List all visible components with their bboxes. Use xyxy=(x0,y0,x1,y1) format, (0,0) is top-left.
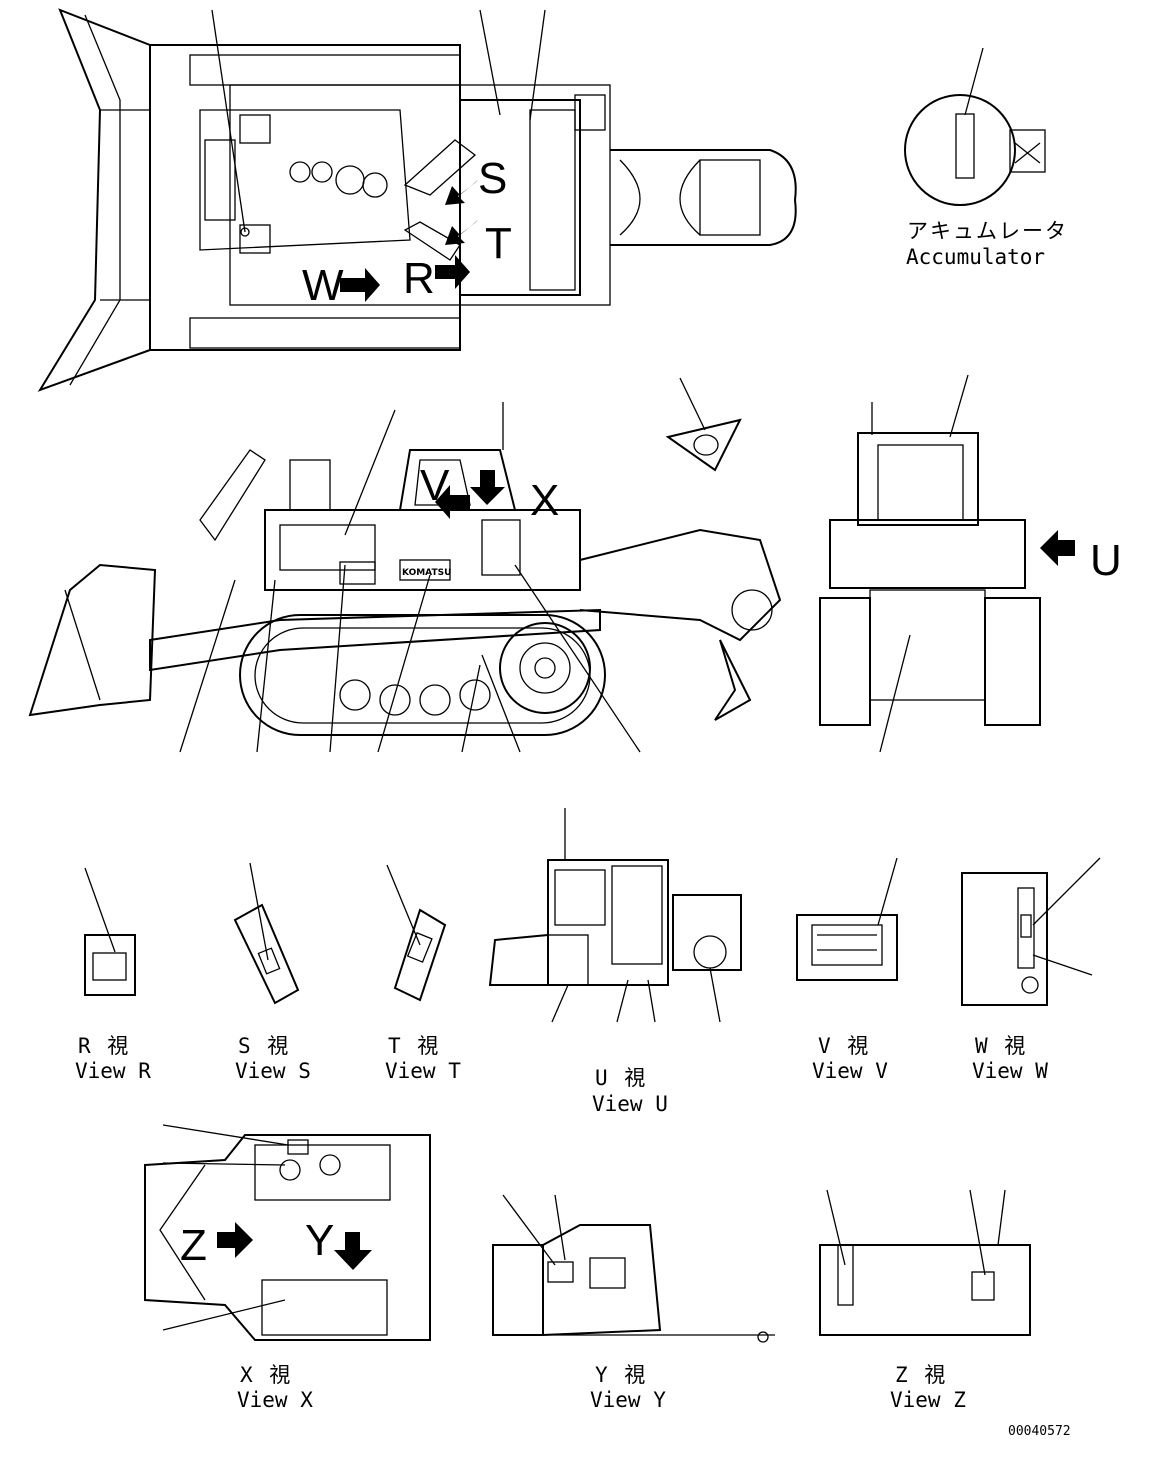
view-R-en: View R xyxy=(75,1059,151,1083)
arrow-S xyxy=(445,180,478,205)
label-X: X xyxy=(530,476,559,525)
view-T-jp: T 視 xyxy=(388,1034,440,1058)
accumulator-en-label: Accumulator xyxy=(906,245,1045,269)
komatsu-logo: KOMATSU xyxy=(402,568,451,578)
label-U: U xyxy=(1090,536,1122,585)
view-V-en: View V xyxy=(812,1059,888,1083)
accumulator-drawing: アキュムレータ Accumulator xyxy=(904,47,1068,269)
view-X-drawing: Z Y X 視 View X xyxy=(144,1124,431,1412)
label-T: T xyxy=(485,219,512,268)
view-Y-drawing: Y 視 View Y xyxy=(492,1194,775,1412)
label-S: S xyxy=(478,154,507,203)
view-Z-drawing: Z 視 View Z xyxy=(819,1189,1031,1412)
view-V-jp: V 視 xyxy=(818,1034,870,1058)
view-S-en: View S xyxy=(235,1059,311,1083)
view-U-jp: U 視 xyxy=(595,1066,647,1090)
view-X-jp: X 視 xyxy=(240,1363,292,1387)
label-Z: Z xyxy=(180,1221,207,1270)
arrow-Z xyxy=(217,1222,253,1258)
rear-view-drawing: U xyxy=(819,374,1122,753)
view-Z-en: View Z xyxy=(890,1388,966,1412)
view-Z-jp: Z 視 xyxy=(895,1363,947,1387)
view-U-drawing: U 視 View U xyxy=(488,808,742,1116)
label-Y: Y xyxy=(305,1216,334,1265)
arrow-X xyxy=(470,470,505,505)
view-U-en: View U xyxy=(592,1092,668,1116)
top-view-drawing: S T W R xyxy=(37,8,797,392)
view-V-drawing: V 視 View V xyxy=(796,857,898,1083)
view-S-jp: S 視 xyxy=(238,1034,290,1058)
view-W-en: View W xyxy=(972,1059,1048,1083)
label-W: W xyxy=(302,261,344,310)
view-W-jp: W 視 xyxy=(975,1034,1027,1058)
view-S-drawing: S 視 View S xyxy=(233,862,311,1083)
view-Y-en: View Y xyxy=(590,1388,666,1412)
arrow-V xyxy=(435,485,470,519)
arrow-Y xyxy=(334,1232,372,1270)
view-T-drawing: T 視 View T xyxy=(385,864,461,1083)
view-W-drawing: W 視 View W xyxy=(961,857,1101,1083)
drawing-code: 00040572 xyxy=(1008,1424,1071,1439)
label-R: R xyxy=(403,254,435,303)
arrow-W xyxy=(340,268,380,302)
arrow-R xyxy=(435,255,470,289)
arrow-U xyxy=(1040,530,1075,566)
view-Y-jp: Y 視 xyxy=(595,1363,647,1387)
view-T-en: View T xyxy=(385,1059,461,1083)
side-view-drawing: KOMATSU V X xyxy=(28,377,782,753)
arrow-T xyxy=(445,220,478,245)
accumulator-jp-label: アキュムレータ xyxy=(907,219,1068,243)
view-R-drawing: R 視 View R xyxy=(75,867,151,1083)
view-R-jp: R 視 xyxy=(78,1034,130,1058)
view-X-en: View X xyxy=(237,1388,313,1412)
